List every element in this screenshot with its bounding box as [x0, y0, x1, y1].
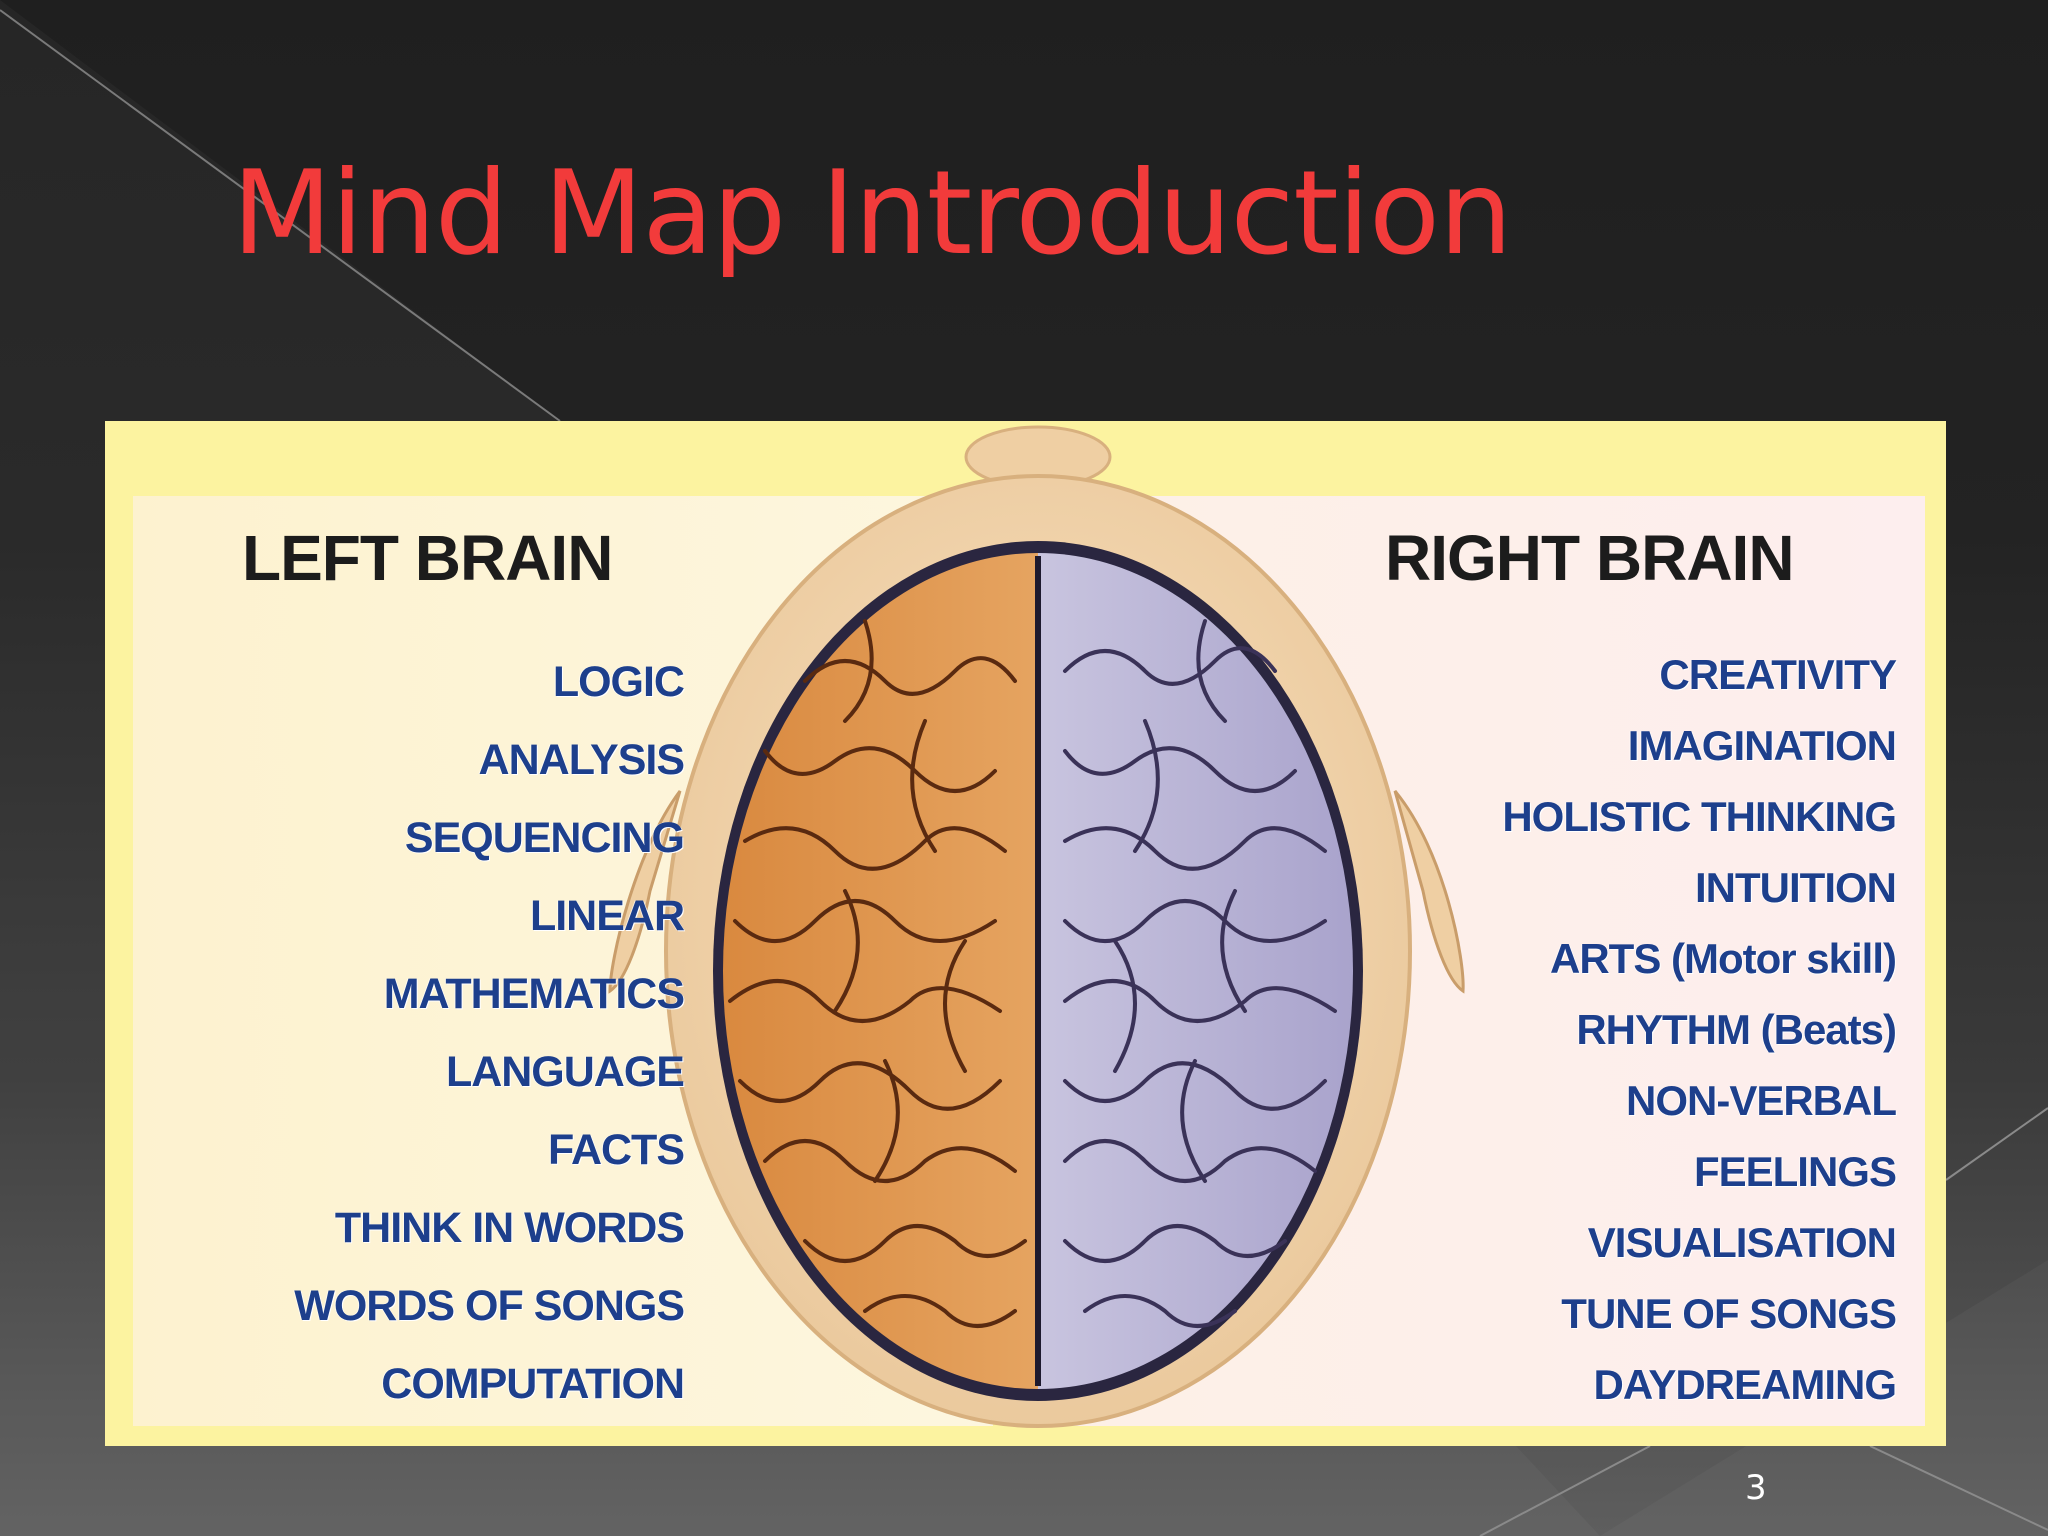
left-brain-heading: LEFT BRAIN — [242, 522, 613, 594]
left-trait: WORDS OF SONGS — [294, 1282, 685, 1330]
left-brain-traits: LOGIC ANALYSIS SEQUENCING LINEAR MATHEMA… — [294, 643, 685, 1423]
left-trait: COMPUTATION — [381, 1360, 685, 1408]
left-trait: THINK IN WORDS — [334, 1204, 685, 1252]
left-trait: FACTS — [548, 1126, 685, 1174]
right-trait: FEELINGS — [1693, 1148, 1897, 1195]
left-trait: LINEAR — [529, 892, 685, 940]
right-trait: VISUALISATION — [1587, 1219, 1897, 1266]
left-trait: LANGUAGE — [445, 1048, 685, 1096]
left-trait: SEQUENCING — [404, 814, 685, 862]
brain-illustration — [608, 425, 1465, 1428]
brain-diagram-panel: LEFT BRAIN RIGHT BRAIN LOGIC ANALYSIS SE… — [105, 421, 1946, 1446]
right-trait: RHYTHM (Beats) — [1576, 1006, 1897, 1053]
right-trait: INTUITION — [1695, 864, 1897, 911]
slide-number: 3 — [1745, 1468, 1767, 1508]
right-trait: HOLISTIC THINKING — [1502, 793, 1897, 840]
right-hemisphere — [1038, 553, 1353, 1389]
left-trait: MATHEMATICS — [383, 970, 685, 1018]
right-brain-traits: CREATIVITY IMAGINATION HOLISTIC THINKING… — [1502, 639, 1897, 1420]
left-trait: ANALYSIS — [478, 736, 685, 784]
right-trait: DAYDREAMING — [1593, 1361, 1897, 1408]
right-trait: IMAGINATION — [1627, 722, 1897, 769]
left-hemisphere — [723, 553, 1038, 1389]
left-trait: LOGIC — [552, 658, 685, 706]
right-trait: NON-VERBAL — [1626, 1077, 1897, 1124]
right-trait: TUNE OF SONGS — [1561, 1290, 1897, 1337]
right-brain-heading: RIGHT BRAIN — [1385, 522, 1795, 594]
right-trait: ARTS (Motor skill) — [1550, 935, 1897, 982]
right-trait: CREATIVITY — [1659, 651, 1897, 698]
slide-title: Mind Map Introduction — [232, 146, 1512, 281]
